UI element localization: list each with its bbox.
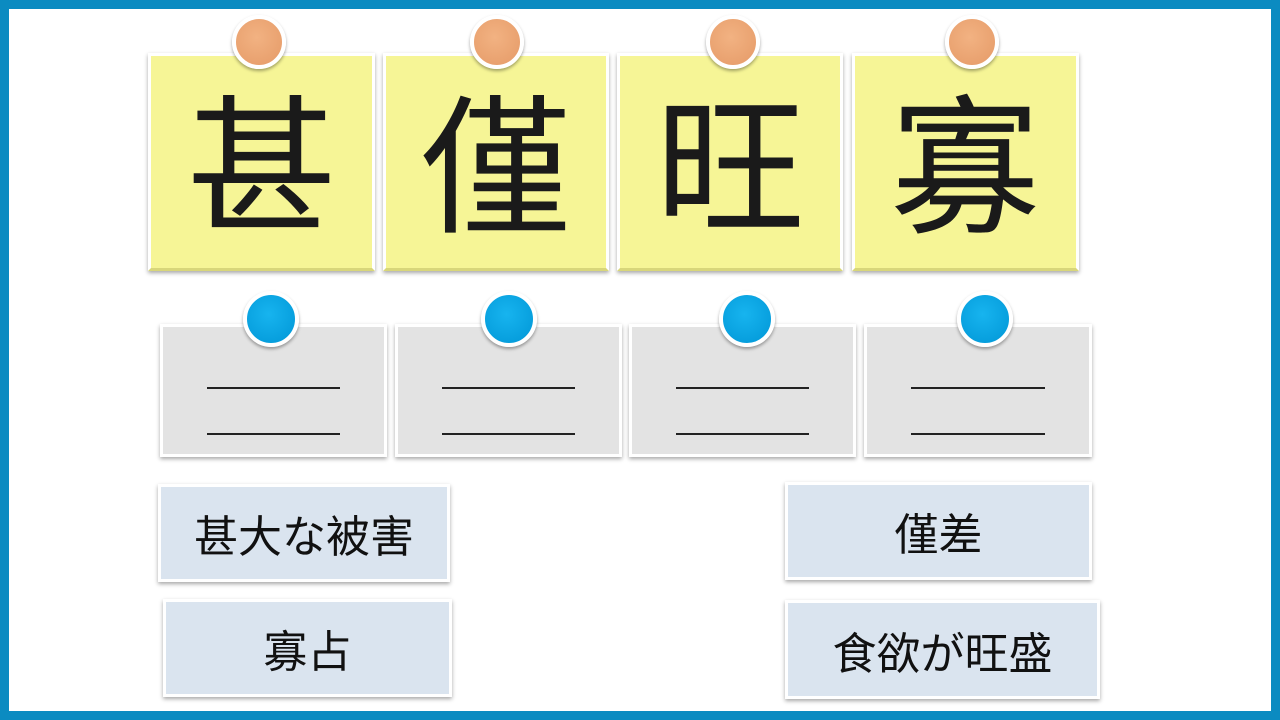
blank-line bbox=[442, 387, 575, 389]
blank-line bbox=[442, 433, 575, 435]
blank-line bbox=[911, 433, 1045, 435]
answer-card-1[interactable]: 甚大な被害 bbox=[158, 484, 450, 582]
orange-pin-icon bbox=[470, 15, 524, 69]
blue-pin-icon bbox=[243, 291, 299, 347]
answer-text: 甚大な被害 bbox=[194, 512, 414, 563]
answer-card-2[interactable]: 寡占 bbox=[163, 599, 452, 697]
blank-line bbox=[676, 433, 809, 435]
answer-card-4[interactable]: 食欲が旺盛 bbox=[785, 600, 1100, 699]
answer-card-3[interactable]: 僅差 bbox=[785, 482, 1092, 580]
kanji-card-4[interactable]: 寡 bbox=[852, 53, 1079, 271]
kanji-card-1[interactable]: 甚 bbox=[148, 53, 375, 271]
kanji-card-2[interactable]: 僅 bbox=[383, 53, 609, 271]
blank-line bbox=[207, 387, 340, 389]
blue-pin-icon bbox=[481, 291, 537, 347]
blue-pin-icon bbox=[957, 291, 1013, 347]
blue-pin-icon bbox=[719, 291, 775, 347]
blank-line bbox=[676, 387, 809, 389]
orange-pin-icon bbox=[232, 15, 286, 69]
kanji-char: 寡 bbox=[890, 82, 1041, 257]
blank-line bbox=[207, 433, 340, 435]
answer-text: 寡占 bbox=[263, 627, 352, 678]
answer-text: 僅差 bbox=[894, 510, 983, 561]
orange-pin-icon bbox=[706, 15, 760, 69]
answer-text: 食欲が旺盛 bbox=[832, 628, 1053, 680]
kanji-char: 甚 bbox=[186, 82, 337, 257]
blank-line bbox=[911, 387, 1045, 389]
kanji-char: 僅 bbox=[420, 82, 571, 257]
orange-pin-icon bbox=[945, 15, 999, 69]
kanji-card-3[interactable]: 旺 bbox=[617, 53, 843, 271]
kanji-char: 旺 bbox=[654, 82, 805, 257]
